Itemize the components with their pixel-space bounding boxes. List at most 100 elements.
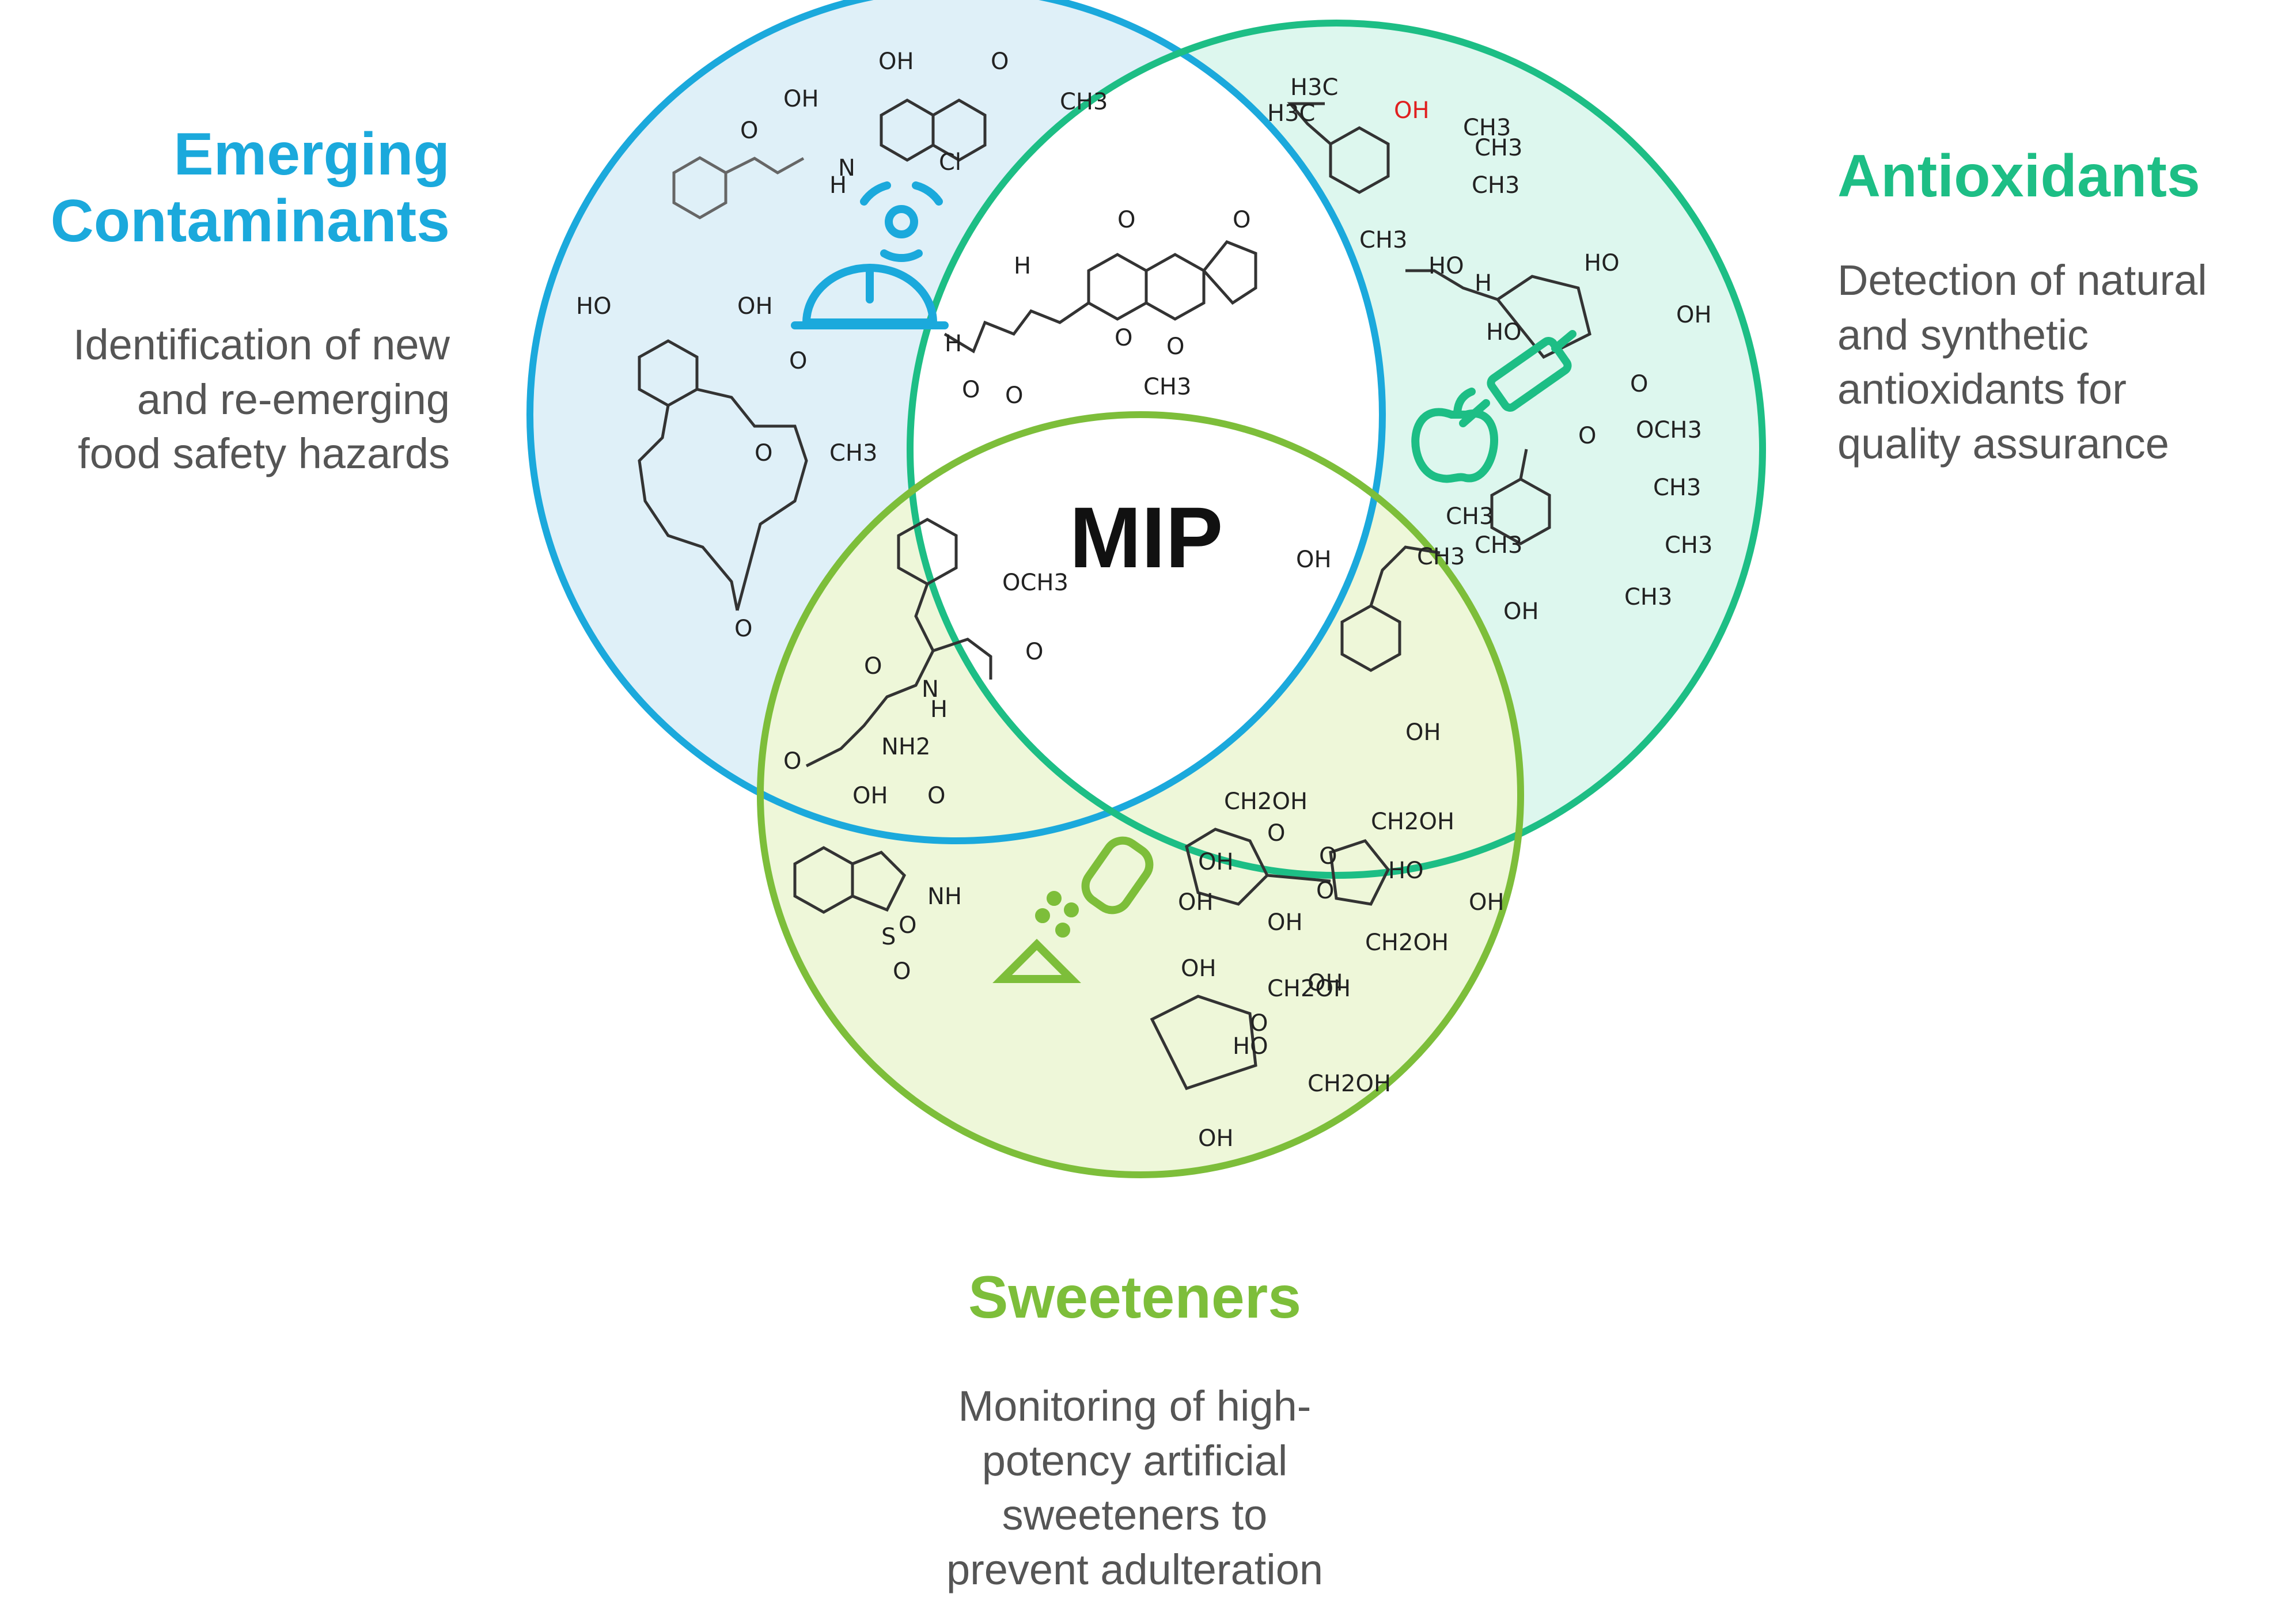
atom-label: HO — [1584, 250, 1620, 276]
description-line: prevent adulteration — [946, 1546, 1324, 1594]
atom-label: O — [789, 348, 807, 374]
contaminants-molecules — [638, 98, 1257, 611]
atom-label: H — [930, 696, 948, 723]
fructose-ring — [1150, 995, 1257, 1091]
atom-label: O — [1115, 325, 1132, 351]
atom-label: OH — [1405, 719, 1441, 746]
atom-label: H — [1475, 270, 1492, 297]
atom-label: OH — [1181, 955, 1217, 982]
aspartame-phenyl — [897, 518, 958, 586]
atom-label: O — [1166, 333, 1184, 360]
radiation-hazard-icon — [860, 181, 943, 263]
atom-label: O — [1267, 820, 1285, 847]
description-line: antioxidants for — [1837, 365, 2127, 413]
bht-ring — [1329, 126, 1390, 194]
atom-label: OH — [1178, 889, 1214, 916]
atom-label: CH2OH — [1308, 1071, 1391, 1097]
atom-label: CH2OH — [1365, 929, 1449, 956]
description-line: Detection of natural — [1837, 256, 2207, 304]
atom-label: O — [1025, 639, 1043, 665]
atom-label: CH3 — [1472, 172, 1519, 199]
apple-icon — [1411, 388, 1499, 483]
atom-label: O — [899, 912, 916, 939]
atom-label: CH3 — [829, 440, 877, 466]
description-line: quality assurance — [1837, 420, 2169, 468]
atom-label: OH — [1394, 97, 1430, 124]
atom-label: O — [1630, 371, 1648, 397]
atom-label: OH — [1198, 1125, 1234, 1152]
atom-label: OH — [1469, 889, 1505, 916]
atom-label: CH3 — [1475, 532, 1522, 559]
sweeteners-description: Monitoring of high- potency artificial s… — [852, 1379, 1417, 1598]
atom-label: O — [755, 440, 772, 466]
atom-label: N — [922, 676, 939, 703]
atom-label: OH — [1308, 970, 1343, 996]
description-line: and re-emerging — [137, 375, 450, 423]
contaminant-icons — [791, 181, 949, 329]
center-intersection — [910, 23, 1382, 841]
atom-label: HO — [1388, 857, 1424, 884]
antioxidants-outline — [907, 20, 1766, 879]
sweeteners-title: Sweeteners — [968, 1264, 1302, 1331]
atom-label: HO — [576, 293, 612, 320]
atom-label: OH — [878, 48, 914, 75]
description-line: and synthetic — [1837, 310, 2089, 359]
phenyl-ring — [672, 156, 727, 219]
atom-label: CH3 — [1060, 89, 1108, 115]
description-line: potency artificial — [981, 1436, 1288, 1485]
atom-label: O — [1250, 1010, 1268, 1037]
sucrose-furanose — [1329, 839, 1390, 906]
sweeteners-outline — [757, 411, 1524, 1178]
antioxidants-title: Antioxidants — [1837, 143, 2200, 210]
atom-label: NH — [927, 883, 962, 910]
atom-label: OH — [737, 293, 773, 320]
atom-label: O — [1319, 843, 1337, 870]
sweetener-molecules — [793, 518, 1390, 1091]
atom-label: CH2OH — [1267, 976, 1351, 1002]
atom-label: O — [1578, 423, 1596, 449]
atom-label: O — [1005, 382, 1023, 409]
description-line: food safety hazards — [78, 430, 450, 478]
atom-label: CH3 — [1665, 532, 1712, 559]
emerging-contaminants-outline — [526, 0, 1386, 844]
atom-label: CH3 — [1463, 115, 1511, 141]
atom-label: OH — [1267, 909, 1303, 936]
atom-label: O — [893, 958, 911, 985]
atom-label: O — [740, 117, 758, 144]
atom-label: H3C — [1267, 100, 1315, 127]
atom-label: O — [927, 783, 945, 809]
atom-label: HO — [1428, 253, 1464, 279]
emerging-contaminants-title: Emerging Contaminants — [51, 121, 450, 255]
atom-label: CH3 — [1446, 503, 1494, 530]
atom-label: OH — [1503, 598, 1539, 625]
antioxidants-description: Detection of natural and synthetic antio… — [1837, 253, 2207, 472]
atom-label: OH — [1676, 302, 1712, 328]
emerging-contaminants-description: Identification of new and re-emerging fo… — [73, 318, 450, 481]
atom-label: OH — [1198, 849, 1234, 875]
atom-label: H — [945, 331, 962, 357]
sweetener-icons — [992, 836, 1154, 983]
hard-hat-icon — [791, 264, 949, 329]
description-line: sweeteners to — [1002, 1491, 1268, 1539]
atom-label: O — [783, 748, 801, 775]
atom-label: OH — [783, 86, 819, 112]
atom-label: H — [829, 172, 847, 199]
description-line: Monitoring of high- — [958, 1382, 1312, 1430]
syringe-icon — [1459, 330, 1577, 427]
atom-label: OH — [852, 783, 888, 809]
atom-label: CH3 — [1359, 227, 1407, 253]
title-line: Emerging — [173, 121, 450, 188]
atom-label: OH — [1296, 547, 1332, 573]
salt-shaker-icon — [992, 836, 1154, 983]
atom-label: O — [734, 616, 752, 642]
atom-label: O — [991, 48, 1009, 75]
atom-label: OCH3 — [1002, 570, 1068, 596]
atom-label: CH3 — [1417, 544, 1465, 570]
atom-label: S — [881, 924, 896, 950]
atom-label: HO — [1233, 1033, 1268, 1060]
